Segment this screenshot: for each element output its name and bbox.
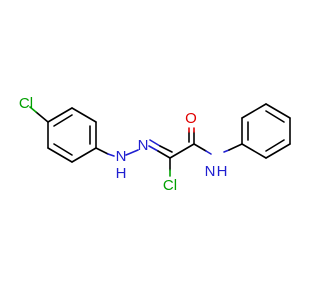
- right-phenyl-ring: [241, 103, 291, 159]
- atom-label-n-hydrazone: N: [138, 137, 149, 154]
- bond-c-carbonyl: [169, 143, 195, 159]
- bond-ring1-inner-3: [53, 143, 73, 156]
- atom-label-nh-h: H: [116, 165, 127, 182]
- atom-label-h-amide: H: [217, 163, 228, 180]
- atom-label-cl-top: Cl: [19, 95, 33, 112]
- bond-n-c-double-4: [159, 145, 173, 153]
- atom-label-n-amide: N: [205, 163, 216, 180]
- chemical-structure-diagram: Cl N H N Cl O N H: [19, 95, 291, 194]
- bond-ring1-a: [47, 107, 73, 123]
- bond-n-c-double-2: [157, 150, 171, 159]
- atom-label-o-carbonyl: O: [185, 110, 197, 127]
- bond-carbonyl-nh-part: [205, 150, 212, 155]
- bond-ring2-b: [241, 103, 267, 119]
- bond-ring1-inner-1: [53, 114, 73, 127]
- bond-ring1-d: [71, 147, 97, 163]
- atom-label-nh-n: N: [116, 148, 127, 165]
- left-chlorophenyl-ring: [47, 107, 97, 163]
- bond-carbonyl-nh: [193, 143, 207, 152]
- bond-ring-nh: [95, 147, 109, 155]
- bond-ring2-inner-2: [265, 110, 285, 123]
- bond-n-n: [125, 149, 139, 156]
- bond-ring2-inner-3: [265, 139, 285, 152]
- bond-nh-phenyl: [228, 143, 243, 151]
- bond-ring2-e: [265, 143, 291, 159]
- bond-nh-phenyl-part: [223, 149, 230, 153]
- bond-n-c-double-3: [149, 139, 161, 147]
- bond-ring2-f: [241, 143, 267, 159]
- bond-nh-part: [107, 153, 115, 157]
- bond-c-cl-top: [35, 111, 49, 123]
- atom-label-cl-bottom: Cl: [163, 177, 177, 194]
- bond-cl-top-part: [29, 106, 37, 113]
- bond-ring1-b: [71, 107, 97, 123]
- bond-ring2-c: [265, 103, 291, 119]
- bond-n-c-double-1: [148, 145, 159, 152]
- bond-ring1-e: [47, 147, 73, 163]
